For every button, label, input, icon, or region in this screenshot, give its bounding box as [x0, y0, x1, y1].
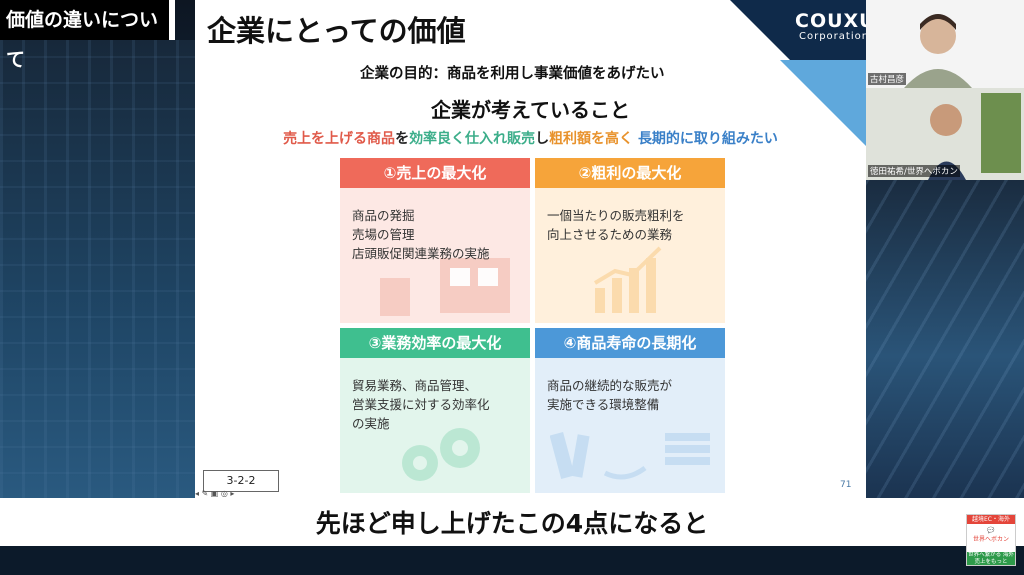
headline-part-particle: を: [395, 131, 410, 147]
participant-video-1[interactable]: 古村昌彦: [866, 0, 1024, 88]
quadrant-text: 商品の発掘 売場の管理 店頭販促関連業務の実施: [352, 206, 490, 263]
participant-name: 古村昌彦: [868, 73, 907, 85]
caption-text: 先ほど申し上げたこの4点になると: [315, 509, 709, 538]
participant-video-2[interactable]: 徳田祐希/世界へボカン: [866, 88, 1024, 180]
slide-title: 企業にとっての価値: [207, 14, 466, 48]
quadrant-text: 貿易業務、商品管理、 営業支援に対する効率化 の実施: [352, 376, 490, 433]
headline-part-margin: 粗利額を高く: [549, 131, 634, 147]
background-building-right: [866, 180, 1024, 500]
quadrant-efficiency: 貿易業務、商品管理、 営業支援に対する効率化 の実施 ③業務効率の最大化: [340, 328, 530, 493]
quadrant-line: 一個当たりの販売粗利を: [547, 208, 685, 223]
section-title: 価値の違いについて: [0, 0, 175, 71]
badge-bottom-text: 世界へ繋がる 海外売上をもっと: [967, 552, 1015, 565]
quadrant-body: 商品の発掘 売場の管理 店頭販促関連業務の実施: [340, 188, 530, 323]
quadrant-body: 一個当たりの販売粗利を 向上させるための業務: [535, 188, 725, 323]
quadrant-line: 向上させるための業務: [547, 227, 673, 242]
slide-purpose: 企業の目的：商品を利用し事業価値をあげたい: [360, 66, 665, 82]
caption-bar: [0, 498, 1024, 546]
quadrant-label: ③業務効率の最大化: [340, 328, 530, 358]
headline-part-longterm: 長期的に取り組みたい: [637, 131, 778, 147]
quadrant-body: 商品の継続的な販売が 実施できる環境整備: [535, 358, 725, 493]
slide-toolbar[interactable]: ◂ ✎ ▣ ◎ ▸: [195, 489, 295, 498]
quadrant-line: 貿易業務、商品管理、: [352, 378, 478, 393]
quadrant-margin: 一個当たりの販売粗利を 向上させるための業務 ②粗利の最大化: [535, 158, 725, 323]
headline-part-efficiency: 効率良く仕入れ販売: [409, 131, 536, 147]
badge-brand: 世界へボカン: [972, 536, 1009, 543]
slide-section-tag: 3-2-2: [203, 470, 279, 492]
quadrant-line: 店頭販促関連業務の実施: [352, 246, 490, 261]
participant-name: 徳田祐希/世界へボカン: [868, 165, 960, 177]
quadrant-line: 商品の発掘: [352, 208, 415, 223]
headline-part-particle: し: [535, 131, 550, 147]
quadrant-grid: 商品の発掘 売場の管理 店頭販促関連業務の実施 ①売上の最大化 一個当たりの販売…: [340, 158, 725, 496]
products-cash-icon: [550, 431, 710, 480]
quadrant-line: の実施: [352, 416, 390, 431]
bottom-strip: [0, 546, 1024, 575]
quadrant-line: 商品の継続的な販売が: [547, 378, 673, 393]
quadrant-line: 売場の管理: [352, 227, 415, 242]
headline-part-sales: 売上を上げる商品: [283, 131, 396, 147]
quadrant-line: 実施できる環境整備: [547, 397, 660, 412]
quadrant-label: ②粗利の最大化: [535, 158, 725, 188]
quadrant-body: 貿易業務、商品管理、 営業支援に対する効率化 の実施: [340, 358, 530, 493]
quadrant-text: 商品の継続的な販売が 実施できる環境整備: [547, 376, 672, 414]
quadrant-longevity: 商品の継続的な販売が 実施できる環境整備 ④商品寿命の長期化: [535, 328, 725, 493]
brand-logo-sub: Corporation: [799, 31, 866, 42]
quadrant-sales: 商品の発掘 売場の管理 店頭販促関連業務の実施 ①売上の最大化: [340, 158, 530, 323]
badge-mid-text: 💬 世界へボカン: [967, 527, 1015, 543]
slide-headline: 売上を上げる商品を効率良く仕入れ販売し粗利額を高く 長期的に取り組みたい: [195, 128, 866, 148]
quadrant-text: 一個当たりの販売粗利を 向上させるための業務: [547, 206, 685, 244]
presentation-slide: COUXU Corporation 企業にとっての価値 企業の目的：商品を利用し…: [195, 0, 866, 498]
quadrant-label: ④商品寿命の長期化: [535, 328, 725, 358]
toolbar-tool-icon[interactable]: ◂ ✎ ▣ ◎ ▸: [195, 489, 235, 498]
quadrant-label: ①売上の最大化: [340, 158, 530, 188]
badge-top-text: 越境EC・海外SEO: [967, 515, 1015, 532]
growth-chart-icon: [593, 246, 662, 313]
brand-logo: COUXU: [795, 10, 866, 32]
channel-badge[interactable]: 越境EC・海外SEO 💬 世界へボカン 世界へ繋がる 海外売上をもっと: [966, 514, 1016, 566]
slide-heading: 企業が考えていること: [431, 98, 630, 122]
store-icon: [380, 258, 510, 316]
chat-bubble-icon: 💬: [987, 527, 995, 534]
slide-page-number: 71: [840, 480, 852, 490]
background-building-left: [0, 40, 195, 500]
quadrant-line: 営業支援に対する効率化: [352, 397, 490, 412]
gears-icon: [402, 428, 480, 481]
